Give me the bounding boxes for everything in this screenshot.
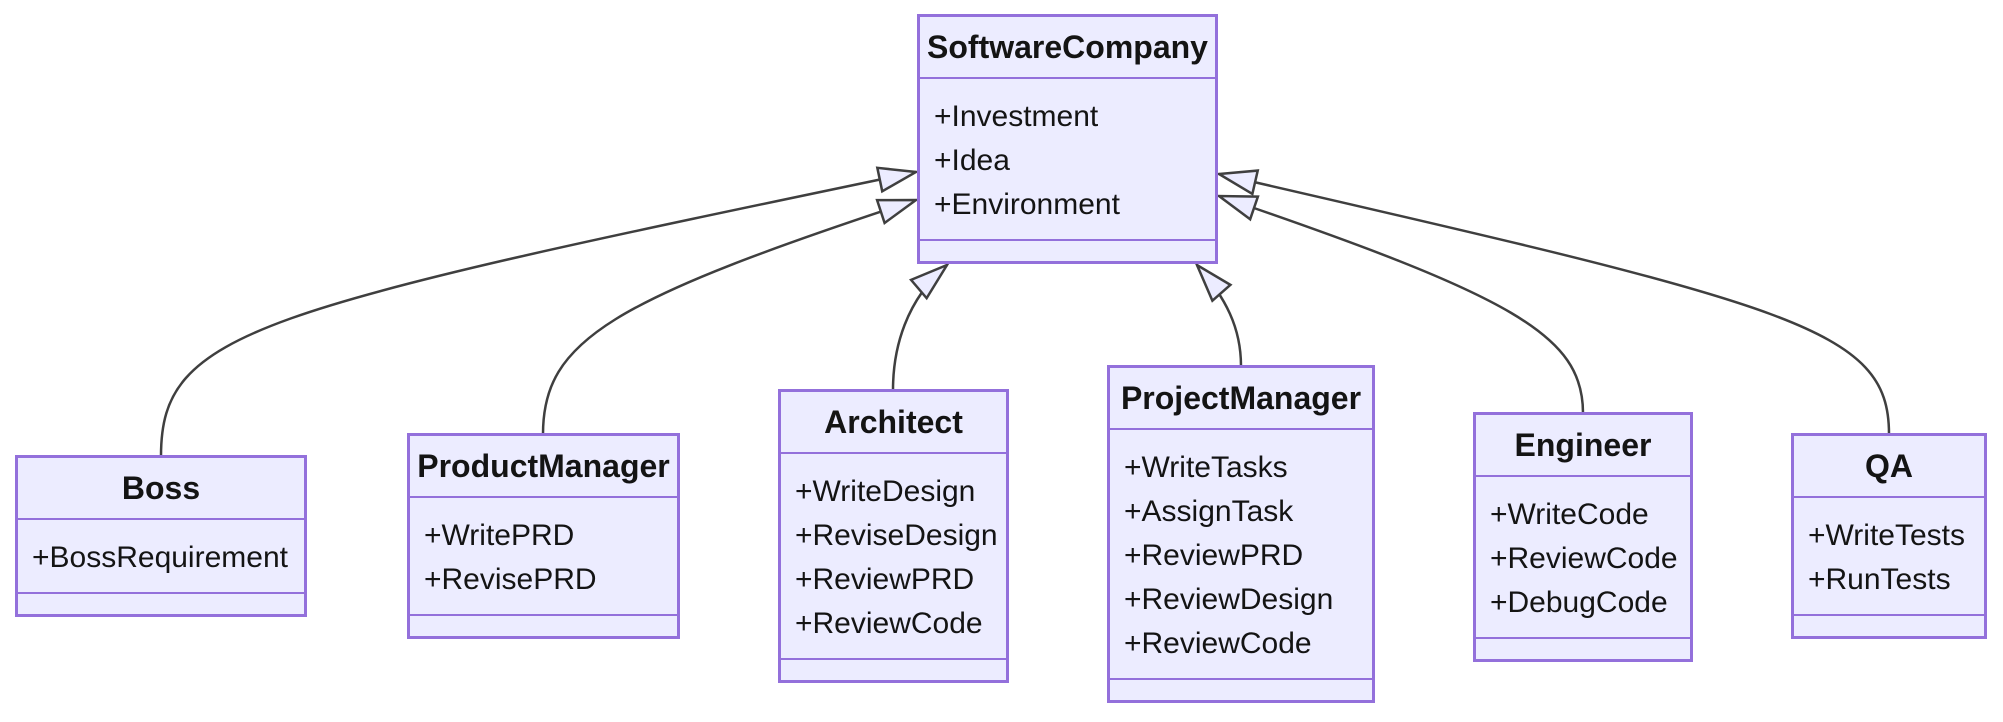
class-title-boss: Boss (18, 458, 304, 520)
relation-productmanager-to-softwarecompany (541, 200, 916, 435)
relation-qa-to-softwarecompany (1219, 174, 1891, 435)
class-title-productmanager: ProductManager (410, 436, 677, 498)
relation-architect-to-softwarecompany (891, 265, 947, 391)
class-box-qa: QA +WriteTests +RunTests (1791, 433, 1987, 639)
class-box-projectmanager: ProjectManager +WriteTasks +AssignTask +… (1107, 365, 1375, 703)
class-member: +WriteCode (1490, 498, 1649, 531)
class-member: +ReviewDesign (1124, 583, 1334, 616)
class-member: +WriteDesign (795, 475, 976, 508)
class-title-projectmanager: ProjectManager (1110, 368, 1372, 430)
class-member: +WriteTests (1808, 519, 1965, 552)
relation-boss-to-softwarecompany (159, 172, 916, 457)
class-methods-empty (1794, 614, 1984, 636)
class-members-architect: +WriteDesign +ReviseDesign +ReviewPRD +R… (781, 454, 1006, 658)
class-title-softwarecompany: SoftwareCompany (920, 17, 1215, 79)
class-members-qa: +WriteTests +RunTests (1794, 498, 1984, 614)
class-methods-empty (1110, 678, 1372, 700)
class-box-architect: Architect +WriteDesign +ReviseDesign +Re… (778, 389, 1009, 683)
class-member: +ReviewPRD (795, 563, 975, 596)
class-member: +ReviewPRD (1124, 539, 1304, 572)
class-member: +Environment (934, 188, 1120, 221)
class-member: +Idea (934, 144, 1010, 177)
class-title-engineer: Engineer (1476, 415, 1690, 477)
class-methods-empty (410, 614, 677, 636)
class-members-projectmanager: +WriteTasks +AssignTask +ReviewPRD +Revi… (1110, 430, 1372, 678)
class-methods-empty (781, 658, 1006, 680)
class-box-boss: Boss +BossRequirement (15, 455, 307, 617)
class-box-productmanager: ProductManager +WritePRD +RevisePRD (407, 433, 680, 639)
class-member: +ReviewCode (795, 607, 983, 640)
class-member: +AssignTask (1124, 495, 1294, 528)
class-members-productmanager: +WritePRD +RevisePRD (410, 498, 677, 614)
relation-engineer-to-softwarecompany (1219, 196, 1585, 414)
class-member: +ReviewCode (1490, 542, 1678, 575)
class-member: +RunTests (1808, 563, 1951, 596)
class-member: +DebugCode (1490, 586, 1668, 619)
class-methods-empty (1476, 637, 1690, 659)
class-member: +WriteTasks (1124, 451, 1288, 484)
class-member: +Investment (934, 100, 1099, 133)
class-members-boss: +BossRequirement (18, 520, 304, 592)
class-member: +BossRequirement (32, 541, 288, 574)
class-title-architect: Architect (781, 392, 1006, 454)
class-member: +WritePRD (424, 519, 575, 552)
class-members-softwarecompany: +Investment +Idea +Environment (920, 79, 1215, 239)
class-box-engineer: Engineer +WriteCode +ReviewCode +DebugCo… (1473, 412, 1693, 662)
class-member: +RevisePRD (424, 563, 597, 596)
class-member: +ReviseDesign (795, 519, 998, 552)
class-methods-empty (920, 239, 1215, 261)
relation-projectmanager-to-softwarecompany (1197, 265, 1243, 367)
class-methods-empty (18, 592, 304, 614)
class-members-engineer: +WriteCode +ReviewCode +DebugCode (1476, 477, 1690, 637)
class-title-qa: QA (1794, 436, 1984, 498)
class-member: +ReviewCode (1124, 627, 1312, 660)
class-box-softwarecompany: SoftwareCompany +Investment +Idea +Envir… (917, 14, 1218, 264)
